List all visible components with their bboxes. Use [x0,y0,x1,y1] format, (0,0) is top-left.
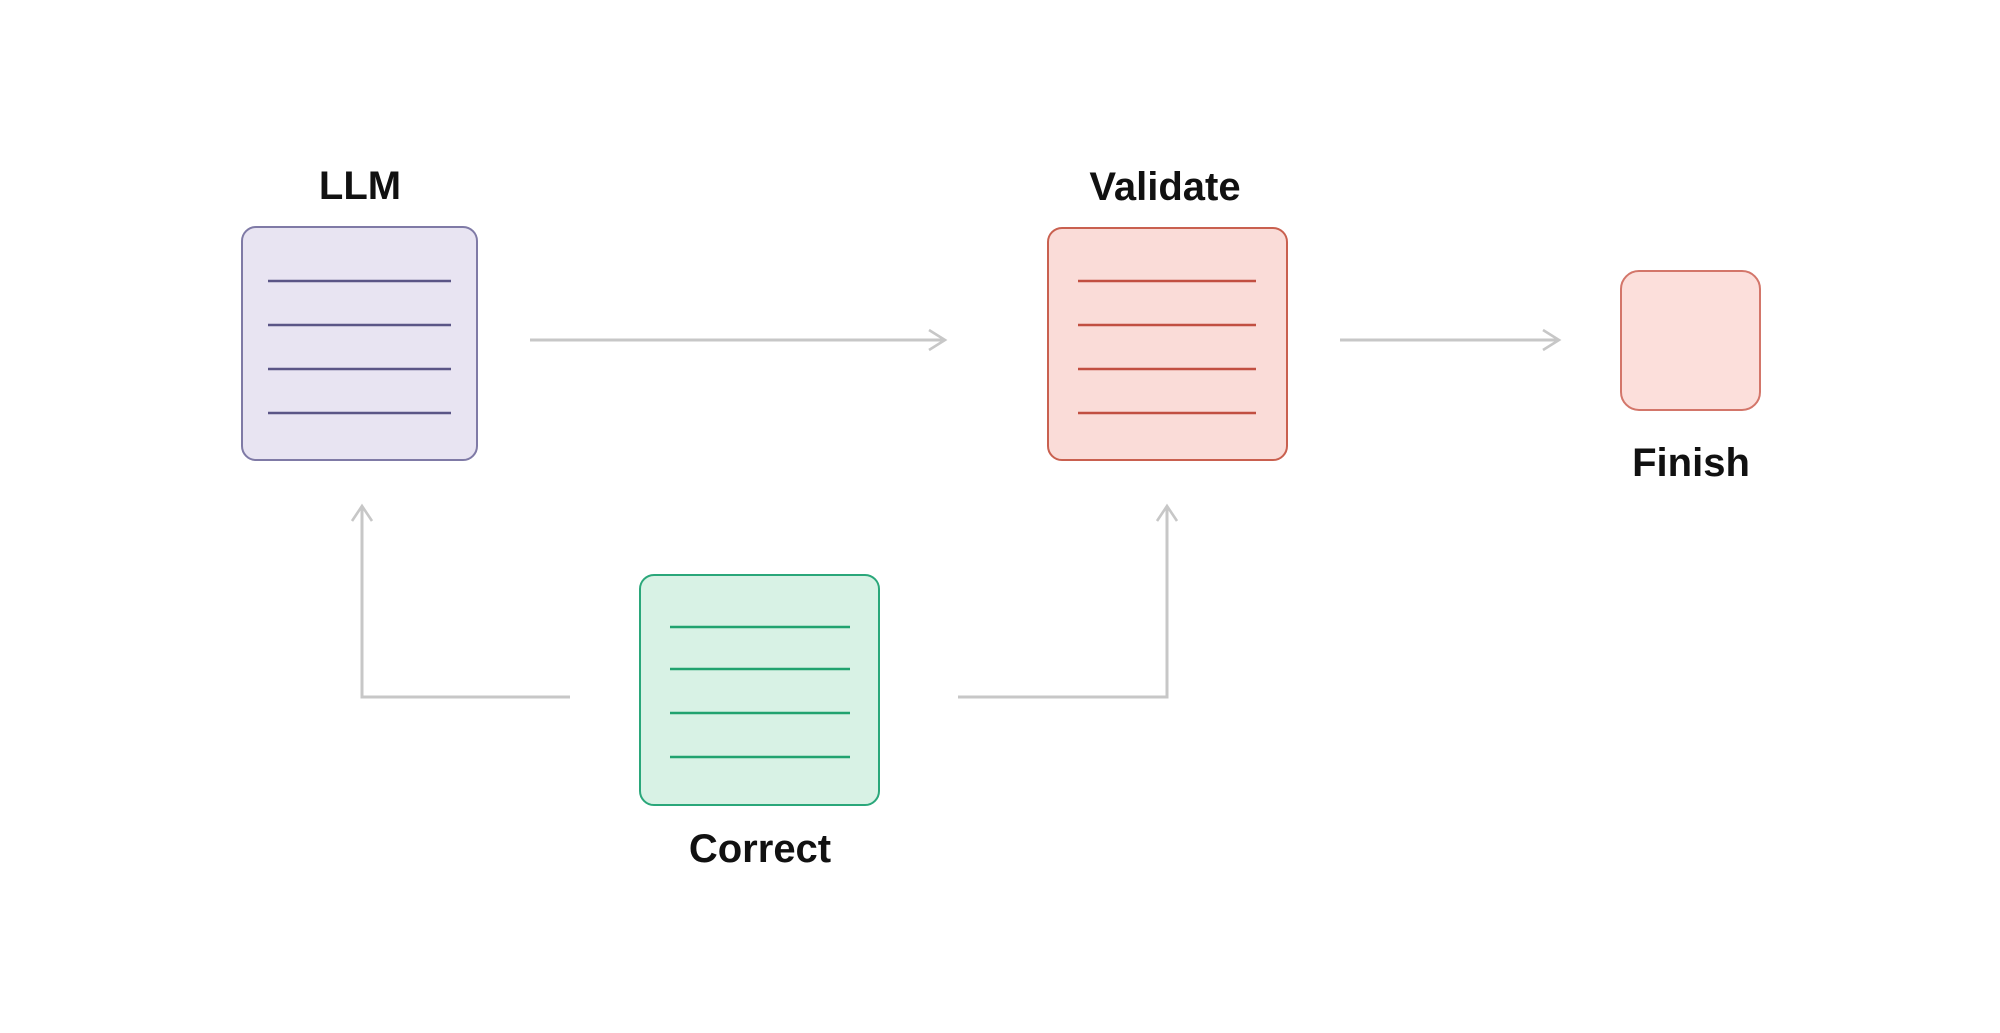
node-correct: Correct [639,574,880,871]
arrow-validate-to-finish [1340,328,1562,352]
node-validate: Validate [1047,165,1288,461]
validate-card [1047,227,1288,461]
arrow-correct-to-llm-line [360,508,570,699]
finish-card [1620,270,1761,411]
arrow-correct-to-llm [350,503,570,699]
arrow-llm-to-validate [530,328,948,352]
arrowhead-up [1155,503,1179,522]
correct-card [639,574,880,806]
node-finish: Finish [1620,270,1761,485]
finish-label: Finish [1632,441,1750,485]
arrowhead-up [350,503,374,522]
correct-label: Correct [689,827,831,871]
arrowhead-right [1542,328,1562,352]
arrow-correct-to-validate [958,503,1179,699]
arrow-correct-to-validate-line [958,508,1169,699]
llm-label: LLM [319,164,401,208]
arrowhead-right [928,328,948,352]
validate-label: Validate [1089,165,1240,209]
node-llm: LLM [241,164,478,461]
llm-card [241,226,478,461]
